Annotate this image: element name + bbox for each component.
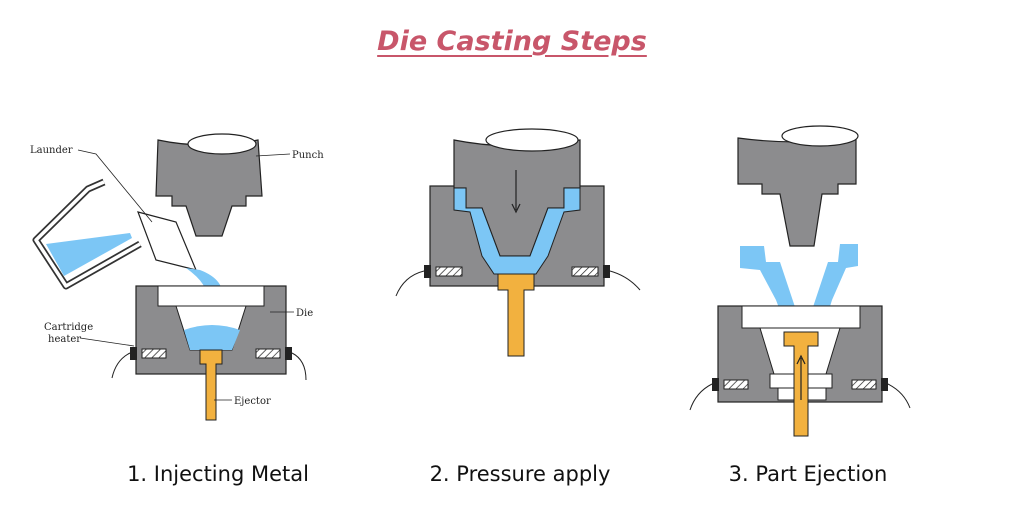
label-die: Die [296,308,313,319]
label-cartridge-heater-2: heater [48,334,81,345]
step2-diagram [395,128,641,357]
ejector-pin [497,273,535,357]
step2-caption: 2. Pressure apply [429,462,611,486]
step3-caption: 3. Part Ejection [728,462,888,486]
die [111,285,307,381]
ladle-metal [46,233,132,276]
label-ejector: Ejector [234,396,271,407]
label-punch: Punch [292,150,324,161]
step3-diagram [689,125,911,437]
step1-caption: 1. Injecting Metal [127,462,309,486]
ladle [32,178,142,290]
page-title: Die Casting Steps [377,26,647,57]
label-launder: Launder [30,145,73,156]
launder [137,211,198,271]
ejector-pin [199,349,223,421]
molten-metal [453,187,581,275]
punch [737,137,857,247]
punch [155,133,263,237]
step1-diagram: Launder Punch Die Cartridge heater Eject… [30,133,324,421]
label-cartridge-heater-1: Cartridge [44,322,93,333]
